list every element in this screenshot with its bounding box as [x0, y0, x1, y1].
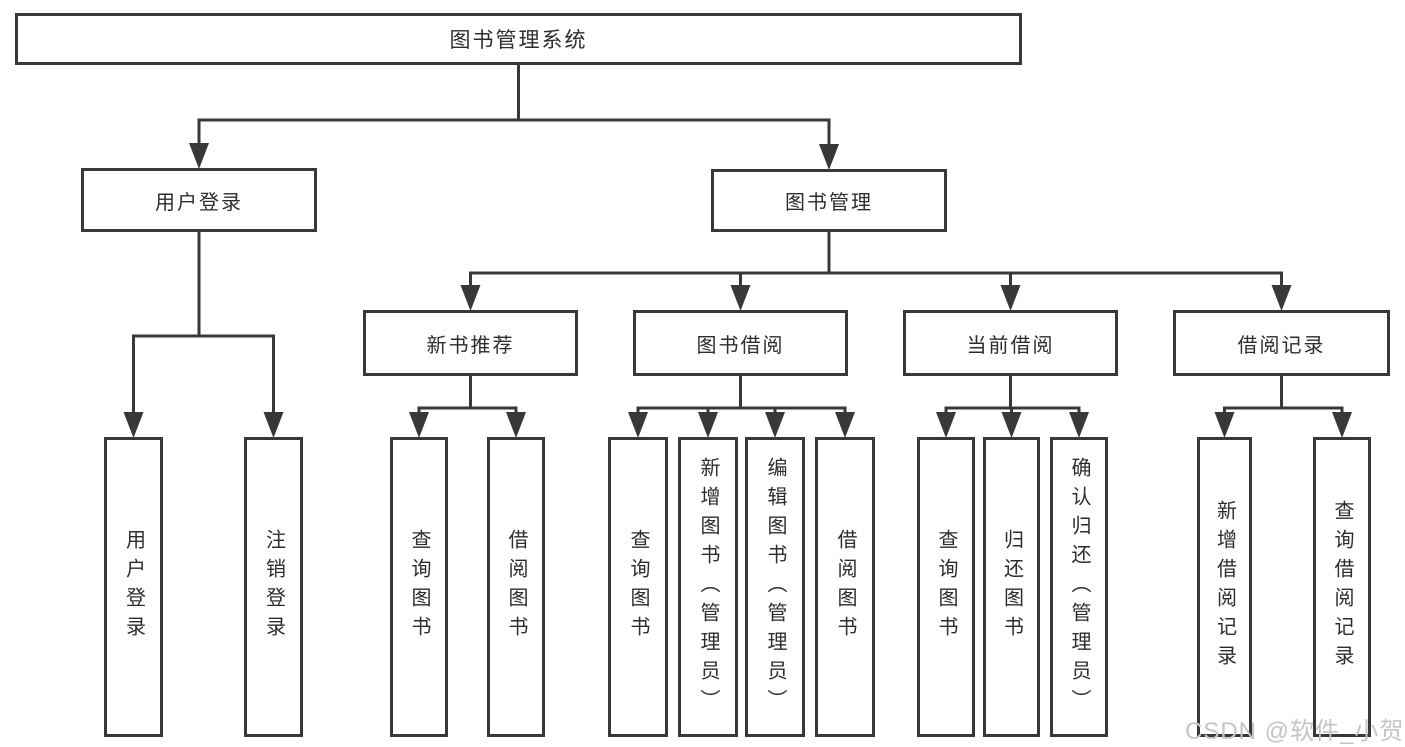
arrowhead-icon — [460, 285, 481, 311]
diagram-node-records-query: 查询借阅记录 — [1313, 437, 1371, 737]
diagram-node-records: 借阅记录 — [1173, 310, 1390, 376]
arrowhead-icon — [1332, 412, 1352, 438]
diagram-node-root: 图书管理系统 — [15, 13, 1022, 65]
arrowhead-icon — [189, 143, 209, 169]
arrowhead-icon — [730, 285, 751, 311]
arrowhead-icon — [409, 412, 429, 438]
diagram-node-login-logout: 注销登录 — [244, 437, 303, 737]
arrowhead-icon — [1214, 412, 1235, 438]
diagram-node-current-confirm: 确认归还︵管理员︶ — [1050, 437, 1108, 737]
arrowhead-icon — [263, 412, 284, 438]
diagram-node-current-return: 归还图书 — [983, 437, 1040, 737]
arrowhead-icon — [819, 144, 839, 170]
arrowhead-icon — [835, 412, 855, 438]
diagram-node-borrow: 图书借阅 — [633, 310, 848, 376]
diagram-node-newbook-query: 查询图书 — [390, 437, 448, 737]
diagram-node-records-add: 新增借阅记录 — [1197, 437, 1252, 737]
arrowhead-icon — [1069, 412, 1089, 438]
arrowhead-icon — [698, 412, 718, 438]
arrowhead-icon — [765, 412, 785, 438]
watermark: CSDN @软件_小贺同学 — [1185, 718, 1405, 745]
arrowhead-icon — [936, 412, 956, 438]
diagram-node-login-user: 用户登录 — [104, 437, 163, 737]
arrowhead-icon — [1271, 285, 1292, 311]
diagram-node-borrow-query: 查询图书 — [608, 437, 668, 737]
arrowhead-icon — [1000, 285, 1021, 311]
arrowhead-icon — [628, 412, 648, 438]
diagram-node-login: 用户登录 — [81, 168, 317, 232]
diagram-node-newbook: 新书推荐 — [363, 310, 578, 376]
diagram-node-borrow-add: 新增图书︵管理员︶ — [678, 437, 738, 737]
arrowhead-icon — [123, 412, 144, 438]
arrowhead-icon — [506, 412, 526, 438]
diagram-node-current-query: 查询图书 — [917, 437, 975, 737]
diagram-node-borrow-edit: 编辑图书︵管理员︶ — [745, 437, 805, 737]
arrowhead-icon — [1001, 412, 1022, 438]
diagram-node-borrow-borrow: 借阅图书 — [815, 437, 875, 737]
diagram-node-mgmt: 图书管理 — [711, 169, 947, 232]
diagram-node-newbook-borrow: 借阅图书 — [487, 437, 545, 737]
diagram-node-current: 当前借阅 — [903, 310, 1118, 376]
